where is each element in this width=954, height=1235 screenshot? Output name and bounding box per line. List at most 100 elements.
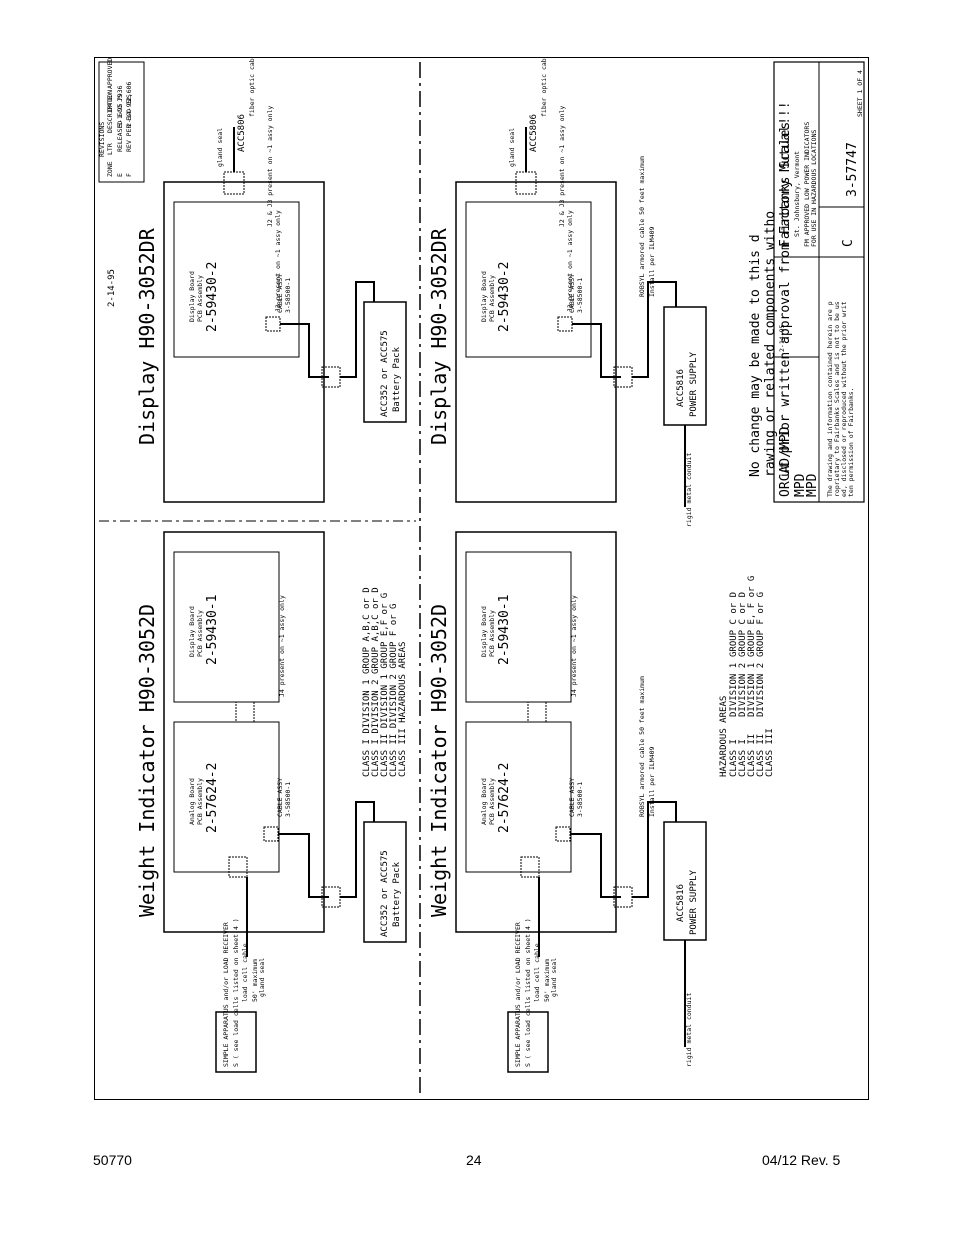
division-entry: DIVISION 1 <box>747 663 757 717</box>
pcb-assembly-label: PCB Assembly <box>488 275 496 322</box>
display-board-label: Display Board <box>480 271 488 322</box>
connector-j1 <box>557 316 573 332</box>
drawing-subtitle: FOR USE IN HAZARDOUS LOCATIONS <box>810 130 818 247</box>
connector-j2 <box>263 826 279 842</box>
j2-note: J2 & J3 present on ~1 assy only <box>266 106 274 227</box>
checked-by: MPD <box>793 473 808 497</box>
notice-text: rawing or related components witho <box>763 211 778 477</box>
cable-pn: 3-58500-1 <box>576 278 584 313</box>
class-entry: CLASS III <box>765 728 775 777</box>
connector-tb1 <box>520 856 540 878</box>
display-board-label: Display Board <box>188 606 196 657</box>
supply-cable <box>632 801 677 898</box>
power-supply-label: POWER SUPPLY <box>689 351 699 417</box>
title-date: 2-14-95 <box>778 325 786 352</box>
j3-note: J3 present on ~1 assy only <box>274 210 282 312</box>
division-entry: DIVISION 2 <box>738 663 748 717</box>
revisions-column: LTR <box>106 143 114 155</box>
group-entry: GROUP C or D <box>738 592 748 657</box>
cable-assy-label: CABLE ASSY <box>276 778 284 817</box>
hazardous-area-line: CLASS II DIVISION 2 GROUP F or G <box>389 604 399 777</box>
revisions-cell: F <box>125 173 133 177</box>
power-supply-model: ACC5816 <box>676 369 686 407</box>
display-title: Display H90-3052DR <box>427 227 451 445</box>
battery-model: ACC352 or ACC575 <box>380 850 390 937</box>
max-length-label: 50' maximum <box>251 959 259 1002</box>
drawing-title: FM APPROVED LOW POWER INDICATORS <box>803 122 811 247</box>
document-number: 50770 <box>93 1152 132 1168</box>
battery-label: Battery Pack <box>392 346 402 412</box>
revisions-cell: 5-1-95 <box>116 103 124 127</box>
display-board-pcb <box>173 201 300 358</box>
max-length-label: 50' maximum <box>543 959 551 1002</box>
display-enclosure <box>455 181 617 503</box>
analog-board-pcb <box>173 721 280 873</box>
connector-j3 <box>223 171 245 195</box>
fiber-cable-note: fiber optic cable output to other produc… <box>540 57 548 117</box>
revisions-frame <box>98 61 145 183</box>
simple-apparatus-label: S ( see load cells listed on sheet 4 ) <box>232 918 240 1067</box>
company-name: Fairbanks Scales <box>778 122 793 247</box>
revisions-cell: RELEASED ECO 7936 <box>116 85 124 152</box>
revisions-column: DATE <box>106 95 114 111</box>
drawing-number: 3-57747 <box>845 142 860 197</box>
j3-note: J3 present on ~1 assy only <box>566 210 574 312</box>
simple-apparatus-label: SIMPLE APPARATUS and/or LOAD RECEIVER <box>222 922 230 1067</box>
analog-pn: 2-57624-2 <box>497 763 512 833</box>
proprietary-notice: ed, disclosed or reproduced without the … <box>840 301 848 497</box>
acc5806-label: ACC5806 <box>529 114 539 152</box>
battery-pack-box <box>363 301 407 423</box>
conduit-label: rigid metal conduit <box>685 453 693 527</box>
analog-pn: 2-57624-2 <box>205 763 220 833</box>
display-pn: 2-59430-2 <box>205 262 220 332</box>
simple-apparatus-label: SIMPLE APPARATUS and/or LOAD RECEIVER <box>514 922 522 1067</box>
fiber-cable-note: fiber optic cable output to other produc… <box>248 57 256 117</box>
connector-j4 <box>235 701 255 723</box>
cable-pn: 3-58500-1 <box>576 782 584 817</box>
acc5806-label: ACC5806 <box>237 114 247 152</box>
display-board-label: Display Board <box>188 271 196 322</box>
display-pn: 2-59430-1 <box>497 595 512 665</box>
simple-apparatus-box <box>507 1011 549 1073</box>
revisions-column: APPROVED <box>106 58 114 89</box>
simple-apparatus-label: S ( see load cells listed on sheet 4 ) <box>524 918 532 1067</box>
armored-cable-note: ROBSYL armored cable 50 feet maximum <box>638 676 646 817</box>
display-cable <box>280 323 329 378</box>
power-supply-model: ACC5816 <box>676 884 686 922</box>
weight-indicator-enclosure <box>455 531 617 933</box>
cable-assy-label: CABLE ASSY <box>568 778 576 817</box>
approved-by: MPD <box>805 473 820 497</box>
conduit-label: rigid metal conduit <box>685 993 693 1067</box>
battery-model: ACC352 or ACC575 <box>380 330 390 417</box>
group-entry: GROUP F or G <box>756 592 766 657</box>
install-note: Install per ILM409 <box>648 746 656 817</box>
drawing-date: 2-14-95 <box>107 269 117 307</box>
indicator-cable <box>570 833 621 898</box>
analog-board-pcb <box>465 721 572 873</box>
gland-seal-label: gland seal <box>258 958 266 997</box>
weight-indicator-title: Weight Indicator H90-3052D <box>135 604 159 917</box>
battery-cable <box>340 281 375 378</box>
hazardous-area-line: CLASS II DIVISION 1 GROUP E,F or G <box>380 593 390 777</box>
gland-seal-label: gland seal <box>550 958 558 997</box>
group-entry: GROUP C or D <box>729 592 739 657</box>
hazardous-area-line: CLASS I DIVISION 2 GROUP A,B,C or D <box>371 587 381 777</box>
supply-cable <box>632 281 677 378</box>
display-board-pcb-d <box>465 551 572 703</box>
drawing-border <box>94 57 869 1100</box>
load-cell-cable-label: load cell cable <box>241 943 249 1002</box>
cable-pn: 3-58500-1 <box>284 782 292 817</box>
display-board-pcb <box>465 201 592 358</box>
proprietary-notice: The drawing and information contained he… <box>826 301 834 497</box>
hazardous-area-line: CLASS III HAZARDOUS AREAS <box>398 642 408 777</box>
display-pn: 2-59430-1 <box>205 595 220 665</box>
hazardous-areas-heading: HAZARDOUS AREAS <box>719 696 729 777</box>
display-board-pcb-d <box>173 551 280 703</box>
analog-board-label: Analog Board <box>480 778 488 825</box>
hazardous-area-line: CLASS I DIVISION 1 GROUP A,B,C or D <box>362 587 372 777</box>
connector-j1 <box>265 316 281 332</box>
company-location: St. Johnsbury, Vermont <box>793 151 801 237</box>
